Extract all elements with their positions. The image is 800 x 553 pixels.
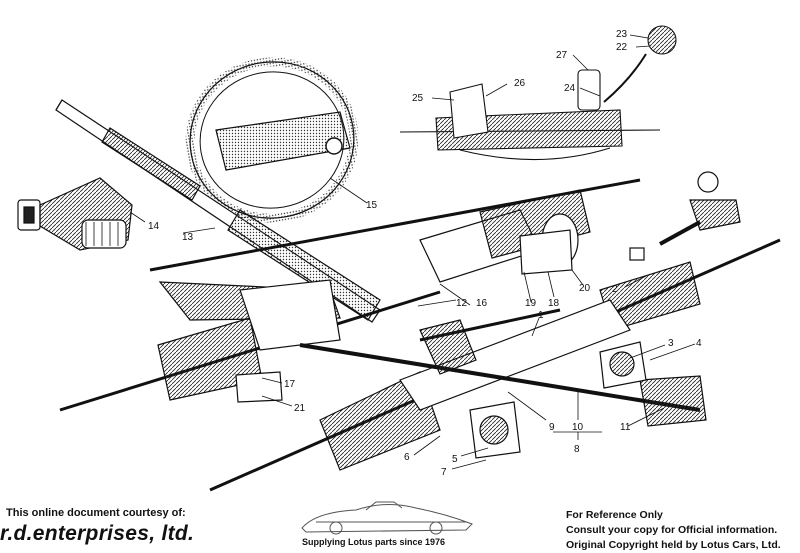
callout-3: 3: [668, 338, 674, 349]
callout-18: 18: [548, 298, 560, 309]
callout-21: 21: [294, 403, 306, 414]
left-rack-assembly: [59, 279, 441, 412]
callout-15: 15: [366, 200, 378, 211]
callout-22: 22: [616, 42, 628, 53]
callout-2: 2: [612, 284, 618, 295]
lotus-car-logo: [301, 501, 473, 535]
callout-8: 8: [574, 444, 580, 455]
callout-13: 13: [182, 232, 194, 243]
mounting-clamps: [469, 229, 647, 459]
callout-9: 9: [549, 422, 555, 433]
callout-7: 7: [441, 467, 447, 478]
tie-rod-end: [629, 171, 741, 261]
intermediate-shaft: [299, 308, 707, 427]
callout-14: 14: [148, 221, 160, 232]
reference-notice: For Reference Only Consult your copy for…: [566, 508, 781, 553]
callout-12: 12: [456, 298, 468, 309]
steering-wheel: [185, 57, 359, 223]
copyright-line: Original Copyright held by Lotus Cars, L…: [566, 539, 781, 551]
ignition-lock: [17, 177, 133, 251]
callout-labels: 1 2 3 4 5 6 7 8 9 10 11 12 13 14 15 16 1…: [148, 29, 702, 478]
lower-rack-assembly: [209, 238, 781, 492]
tagline: Supplying Lotus parts since 1976: [302, 537, 446, 547]
callout-6: 6: [404, 452, 410, 463]
callout-25: 25: [412, 93, 424, 104]
callout-17: 17: [284, 379, 296, 390]
inset-assembly: [399, 25, 677, 161]
callout-4: 4: [696, 338, 702, 349]
callout-26: 26: [514, 78, 526, 89]
callout-16: 16: [476, 298, 488, 309]
callout-19: 19: [525, 298, 537, 309]
steering-column: [55, 99, 381, 323]
callout-5: 5: [452, 454, 458, 465]
courtesy-text: This online document courtesy of:: [6, 507, 186, 519]
callout-27: 27: [556, 50, 568, 61]
reference-line: For Reference Only: [566, 509, 663, 521]
callout-10: 10: [572, 422, 584, 433]
leader-lines: [129, 34, 696, 470]
callout-20: 20: [579, 283, 591, 294]
consult-line: Consult your copy for Official informati…: [566, 524, 778, 536]
callout-24: 24: [564, 83, 576, 94]
brand-name: r.d.enterprises, ltd.: [0, 522, 195, 545]
callout-1: 1: [538, 310, 544, 321]
callout-11: 11: [620, 422, 631, 433]
callout-23: 23: [616, 29, 628, 40]
